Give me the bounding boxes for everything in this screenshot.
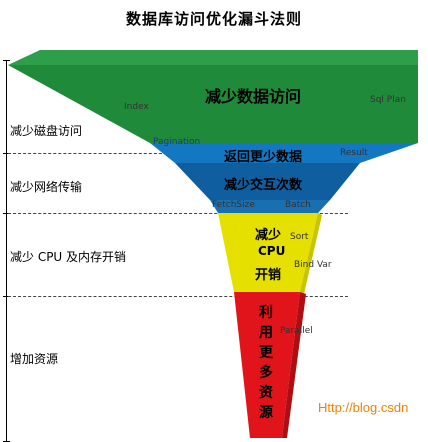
funnel-blue-top — [150, 143, 418, 163]
level2a-main-label: 返回更少数据 — [224, 150, 303, 165]
level2b-main-label: 减少交互次数 — [224, 178, 303, 193]
axis-tick — [3, 213, 10, 214]
left-axis — [6, 60, 7, 442]
level3-main-line1: 减少 — [255, 228, 282, 243]
level3-main-line2: CPU — [258, 244, 286, 258]
tag-result: Result — [340, 148, 368, 158]
funnel-green — [8, 65, 418, 143]
axis-tick — [3, 60, 10, 61]
funnel-blue-bottom — [175, 163, 360, 200]
level4-char-2: 用 — [259, 325, 273, 341]
level4-char-1: 利 — [259, 305, 273, 321]
side-label-network: 减少网络传输 — [10, 180, 83, 194]
level4-char-6: 源 — [259, 405, 273, 421]
side-label-cpu: 减少 CPU 及内存开销 — [10, 250, 127, 264]
watermark: Http://blog.csdn — [318, 400, 409, 415]
separator-line — [8, 296, 348, 297]
funnel-yellow-side — [300, 213, 322, 294]
funnel-green-top — [8, 50, 418, 65]
tag-sql-plan: Sql Plan — [370, 95, 406, 105]
axis-tick — [3, 153, 10, 154]
level3-main-line3: 开销 — [255, 268, 282, 283]
tag-sort: Sort — [290, 232, 309, 242]
level4-char-4: 多 — [259, 365, 273, 381]
tag-index: Index — [124, 102, 149, 112]
level4-char-3: 更 — [259, 345, 273, 361]
tag-fetchsize: FetchSize — [212, 200, 255, 210]
funnel-yellow — [218, 213, 318, 292]
separator-line — [8, 213, 348, 214]
level4-char-5: 资 — [259, 385, 273, 401]
axis-tick — [3, 296, 10, 297]
tag-bind-var: Bind Var — [294, 260, 332, 270]
side-label-resources: 增加资源 — [10, 352, 59, 366]
funnel-blue-lip — [210, 200, 330, 213]
tag-pagination: Pagination — [153, 137, 201, 147]
tag-parallel: Parallel — [280, 326, 313, 336]
side-label-disk: 减少磁盘访问 — [10, 124, 83, 138]
funnel-red-side — [282, 292, 306, 438]
level1-main-label: 减少数据访问 — [205, 87, 302, 106]
funnel-red — [234, 292, 300, 438]
tag-batch: Batch — [285, 200, 311, 210]
page-title: 数据库访问优化漏斗法则 — [125, 10, 302, 28]
